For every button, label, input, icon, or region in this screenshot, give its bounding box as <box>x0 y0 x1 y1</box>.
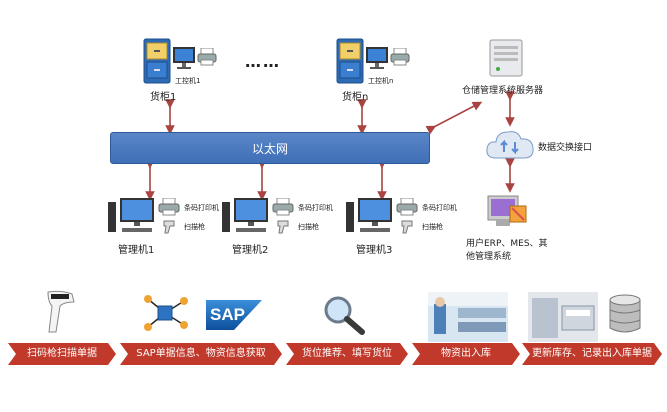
cabinetn-pc-label: 工控机n <box>368 77 394 85</box>
ellipsis-dots: …… <box>245 52 281 71</box>
erp-label-line2: 他管理系统 <box>466 252 512 262</box>
cloud-icon <box>484 124 536 166</box>
printer-icon <box>390 47 410 70</box>
step-label: 物资出入库 <box>441 348 491 359</box>
cabinet1-pc-label: 工控机1 <box>175 77 201 85</box>
cabinetn-label: 货柜n <box>342 92 369 103</box>
ethernet-label: 以太网 <box>251 142 288 156</box>
exchange-label: 数据交换接口 <box>538 143 593 153</box>
sap-logo: SAP <box>206 300 262 334</box>
monitor-icon <box>172 46 196 74</box>
step-2: SAP单据信息、物资信息获取 <box>120 343 282 365</box>
printer-label: 条码打印机 <box>422 204 457 212</box>
manager-label: 管理机1 <box>118 245 155 256</box>
step-3: 货位推荐、填写货位 <box>286 343 408 365</box>
scanner-label: 扫描枪 <box>184 223 205 231</box>
barcode-scanner-icon <box>44 290 78 338</box>
printer-icon <box>396 197 418 220</box>
sap-logo-text: SAP <box>210 305 245 324</box>
manager-label: 管理机3 <box>356 245 393 256</box>
printer-icon <box>197 47 217 70</box>
workstation-icon <box>346 196 394 240</box>
monitor-icon <box>365 46 389 74</box>
link-bus-server <box>425 101 483 135</box>
step-1: 扫码枪扫描单据 <box>8 343 116 365</box>
cabinet1-label: 货柜1 <box>150 92 177 103</box>
printer-icon <box>158 197 180 220</box>
manager-label: 管理机2 <box>232 245 269 256</box>
step-label: 扫码枪扫描单据 <box>27 348 97 359</box>
erp-label-line1: 用户ERP、MES、其 <box>466 239 548 249</box>
scanner-label: 扫描枪 <box>298 223 319 231</box>
step-4: 物资出入库 <box>412 343 520 365</box>
file-cabinet-icon <box>336 38 364 88</box>
warehouse-photo <box>428 292 508 346</box>
server-label: 仓储管理系统服务器 <box>462 86 544 96</box>
storage-machine-photo <box>528 292 598 346</box>
printer-label: 条码打印机 <box>184 204 219 212</box>
file-cabinet-icon <box>143 38 171 88</box>
database-icon <box>608 292 642 340</box>
network-nodes-icon <box>140 293 190 337</box>
workstation-icon <box>222 196 270 240</box>
step-5: 更新库存、记录出入库单据 <box>522 343 662 365</box>
computer-package-icon <box>486 190 530 234</box>
scanner-icon <box>400 218 416 238</box>
step-label: 更新库存、记录出入库单据 <box>532 348 652 359</box>
workstation-icon <box>108 196 156 240</box>
step-label: 货位推荐、填写货位 <box>302 348 392 359</box>
printer-label: 条码打印机 <box>298 204 333 212</box>
scanner-icon <box>162 218 178 238</box>
step-label: SAP单据信息、物资信息获取 <box>136 348 266 359</box>
scanner-label: 扫描枪 <box>422 223 443 231</box>
magnifier-icon <box>322 294 366 340</box>
ethernet-bus: 以太网 <box>110 132 430 164</box>
printer-icon <box>272 197 294 220</box>
server-icon <box>488 38 524 82</box>
scanner-icon <box>276 218 292 238</box>
